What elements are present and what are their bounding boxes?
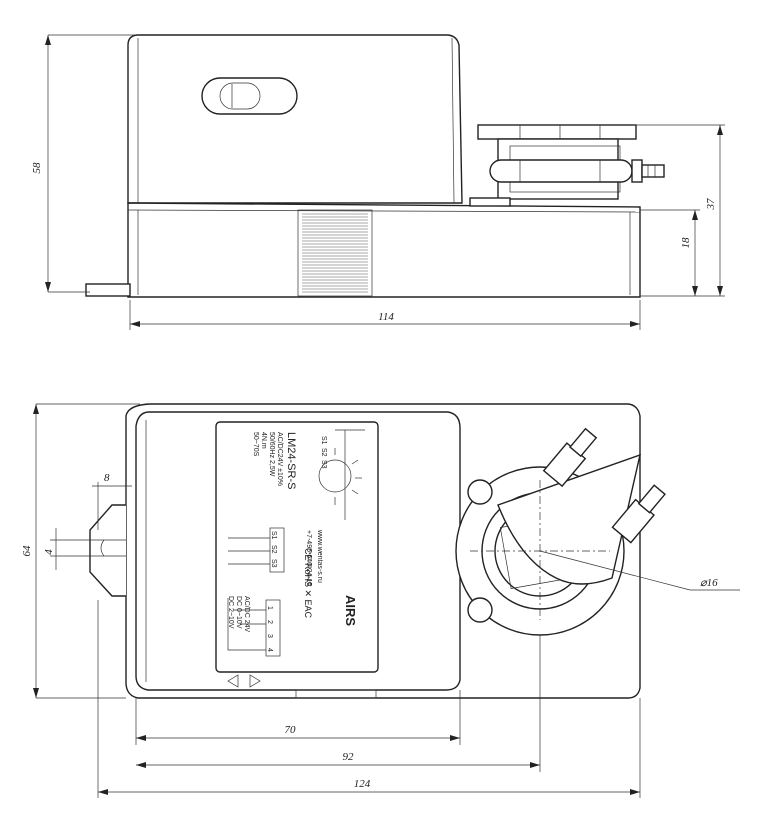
dim-8: 8 [104,472,110,484]
dim-37: 37 [705,198,717,211]
mounting-tab [85,283,131,297]
svg-text:3: 3 [266,634,273,638]
gear-ribs [297,209,373,297]
svg-text:S2: S2 [270,545,277,554]
svg-text:DC 2~10V: DC 2~10V [227,596,234,629]
switch-block: S1 S2 S3 [228,527,285,573]
direction-switch[interactable] [227,674,261,688]
svg-text:S2: S2 [320,448,327,457]
clamp-bolt-2 [611,484,666,544]
clamp-bolt-1 [542,427,598,488]
svg-text:S3: S3 [270,559,277,568]
mounting-bracket [89,504,126,597]
phone: +7-495-640-24-15 [305,530,312,586]
cert-marks: CE RoHS ✕ EAC [303,548,313,619]
dim-58: 58 [31,162,43,174]
svg-text:S3: S3 [320,460,327,469]
manual-slider-window [201,77,298,115]
svg-text:4: 4 [266,648,273,652]
arrow-left-icon [227,674,239,688]
time-spec: 50~70S [252,432,259,457]
dim-4: 4 [43,549,55,555]
side-base [127,202,641,298]
dim-70: 70 [285,724,297,736]
voltage-spec: AC/DC24V ±10% [276,432,283,486]
svg-text:2: 2 [266,620,273,624]
frequency-power-spec: 50/60Hz 2,5W [268,432,275,477]
brand-logo: AIRS [343,595,358,626]
dim-64: 64 [21,545,33,557]
svg-text:S1: S1 [320,436,327,445]
wiring-diagram: 1 2 3 4 AC/DC 24V DC 0~10V DC 2~10V [227,596,281,657]
dim-114: 114 [378,311,394,323]
svg-text:DC 0~10V: DC 0~10V [235,596,242,629]
mount-hole-top [467,479,493,505]
dim-92: 92 [343,751,355,763]
svg-text:1: 1 [266,606,273,610]
website: www.wentas-s.ru [316,529,323,583]
label-text-block: LM24-SR-S AC/DC24V ±10% 50/60Hz 2,5W 4N.… [252,432,297,489]
position-dial: S1 S2 S3 [318,429,365,520]
dim-diameter-16: ⌀16 [700,577,718,589]
side-view: 58 114 37 18 [31,34,725,330]
torque-spec: 4N.m [260,432,267,449]
dim-124: 124 [354,778,371,790]
dim-18: 18 [680,237,692,249]
shaft-clamp [469,124,665,207]
svg-text:S1: S1 [270,531,277,540]
clamp-plate [497,453,641,585]
model-name: LM24-SR-S [285,432,297,489]
top-view: LM24-SR-S AC/DC24V ±10% 50/60Hz 2,5W 4N.… [21,403,740,798]
svg-text:AC/DC 24V: AC/DC 24V [243,596,250,633]
side-housing-top [127,34,463,204]
arrow-right-icon [249,674,261,688]
mount-hole-bottom [467,597,493,623]
product-label [215,421,379,673]
